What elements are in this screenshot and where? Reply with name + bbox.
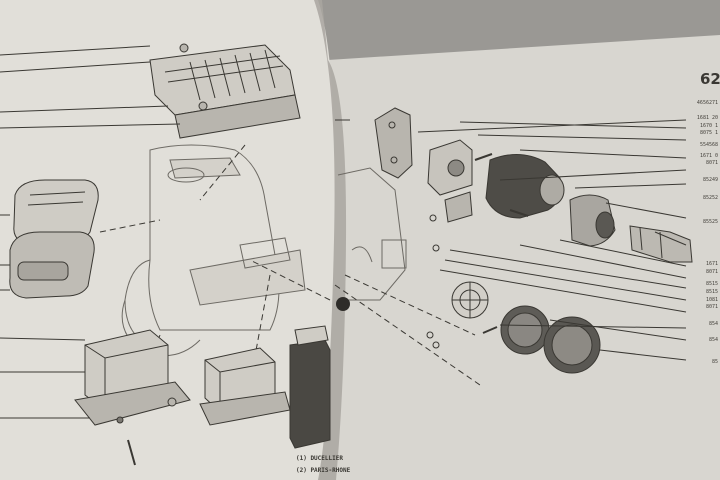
- part-code: 1671 0: [699, 153, 718, 159]
- part-code: 85: [711, 359, 718, 365]
- fuse-box-illustration: [149, 43, 301, 139]
- page-number: 62: [700, 70, 720, 88]
- right-page: [318, 35, 720, 480]
- regulator-illustration-2: [199, 347, 291, 426]
- tractor-outline-illustration: [121, 144, 306, 357]
- regulator-illustration-1: [74, 329, 191, 466]
- part-code: 1671: [705, 261, 718, 267]
- part-code: 85525: [702, 219, 718, 225]
- part-code: 85252: [702, 195, 718, 201]
- connector-illustration: [629, 225, 693, 263]
- headlamp-illustration-1: [485, 154, 565, 219]
- part-code: 8071: [705, 269, 718, 275]
- part-code: 854: [708, 337, 718, 343]
- part-code: 8071: [705, 304, 718, 310]
- relay-illustration: [289, 325, 331, 449]
- headlamp-illustration-2: [569, 194, 616, 247]
- part-code: 8515: [705, 281, 718, 287]
- part-code: 8075 1: [699, 130, 718, 136]
- part-code: 1681 20: [696, 115, 718, 121]
- footnote-1: (1) DUCELLIER: [296, 455, 343, 462]
- part-code: 1081: [705, 297, 718, 303]
- part-code: 8515: [705, 289, 718, 295]
- lamp-cover-illustration: [9, 179, 99, 299]
- knob-illustration: [336, 297, 350, 311]
- lamp-bracket-illustration: [374, 107, 413, 179]
- part-code: 8071: [705, 160, 718, 166]
- lamp-body-illustration: [427, 139, 473, 223]
- part-code: 854: [708, 321, 718, 327]
- part-code: 85249: [702, 177, 718, 183]
- reflector-illustration: [451, 281, 601, 374]
- footnote-2: (2) PARIS-RHONE: [296, 467, 351, 474]
- part-code: 1670 1: [699, 123, 718, 129]
- part-code: 554568: [699, 142, 718, 148]
- part-code: 4656271: [696, 100, 718, 106]
